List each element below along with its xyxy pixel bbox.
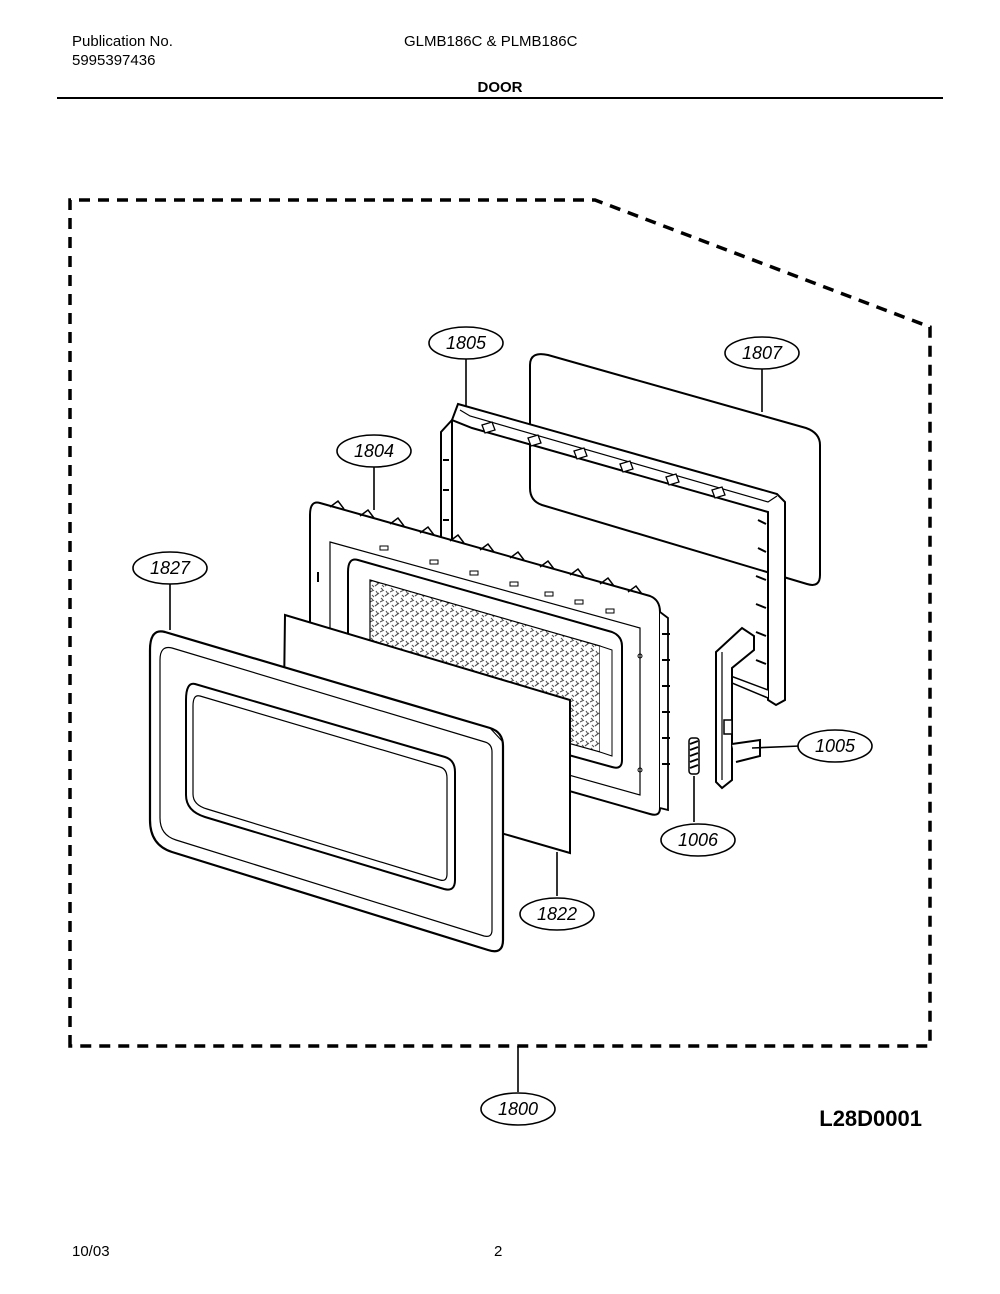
callout-1005: 1005: [797, 729, 873, 763]
part-1006-latch-spring: [688, 737, 700, 775]
callout-1807: 1807: [724, 336, 800, 370]
callout-1822-label: 1822: [537, 904, 577, 924]
callout-1800: 1800: [480, 1092, 556, 1126]
callout-1006: 1006: [660, 823, 736, 857]
leader-1005: [751, 745, 801, 749]
publication-number: 5995397436: [72, 52, 156, 69]
leader-lines: [169, 358, 801, 1092]
publication-label: Publication No.: [72, 33, 173, 50]
callout-1005-label: 1005: [815, 736, 856, 756]
callout-1805: 1805: [428, 326, 504, 360]
callout-1006-label: 1006: [678, 830, 719, 850]
callout-1822: 1822: [519, 897, 595, 931]
part-1827-outer-door-frame: [148, 630, 505, 953]
callout-1827: 1827: [132, 551, 208, 585]
part-1005-door-latch: [715, 626, 761, 790]
section-title: DOOR: [477, 79, 523, 96]
callout-1800-label: 1800: [498, 1099, 538, 1119]
footer-page-number: 2: [494, 1243, 503, 1260]
callout-1804-label: 1804: [354, 441, 394, 461]
model-title: GLMB186C & PLMB186C: [404, 33, 578, 50]
callout-1827-label: 1827: [150, 558, 191, 578]
assembly-boundary: [68, 198, 932, 1048]
callout-1807-label: 1807: [742, 343, 783, 363]
header-rule: [57, 97, 943, 99]
callout-1805-label: 1805: [446, 333, 487, 353]
callout-1804: 1804: [336, 434, 412, 468]
footer-date: 10/03: [72, 1243, 110, 1260]
diagram-code: L28D0001: [819, 1106, 922, 1131]
